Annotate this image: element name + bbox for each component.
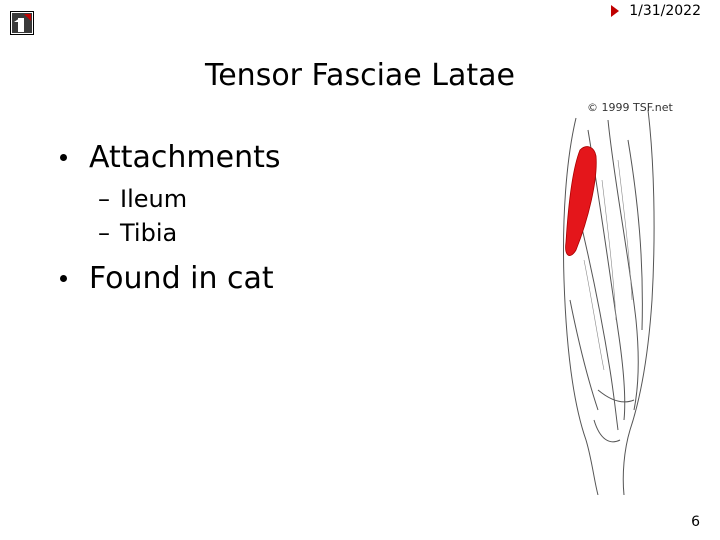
bullet-item: Attachments [60,140,281,175]
bullet-dot-icon [60,154,67,161]
bullet-list: Attachments – Ileum – Tibia Found in cat [60,140,281,296]
page-number: 6 [691,514,700,530]
play-arrow-icon [611,5,620,17]
thigh-anatomy-illustration [563,109,655,495]
sub-bullet-item: – Tibia [98,219,281,247]
slide-title: Tensor Fasciae Latae [205,58,515,93]
logo-icon [10,11,34,35]
bullet-text: Found in cat [89,261,274,296]
bullet-text: Attachments [89,140,281,175]
bullet-dot-icon [60,275,67,282]
sub-bullet-text: Tibia [120,219,178,247]
slide-date: 1/31/2022 [629,3,701,19]
sub-bullet-text: Ileum [120,185,188,213]
dash-icon: – [98,219,110,247]
header-date-row: 1/31/2022 [611,3,701,19]
bullet-item: Found in cat [60,261,281,296]
dash-icon: – [98,185,110,213]
image-credit: © 1999 TSF.net [587,101,673,114]
sub-bullet-item: – Ileum [98,185,281,213]
tensor-fasciae-latae-muscle [565,146,597,256]
